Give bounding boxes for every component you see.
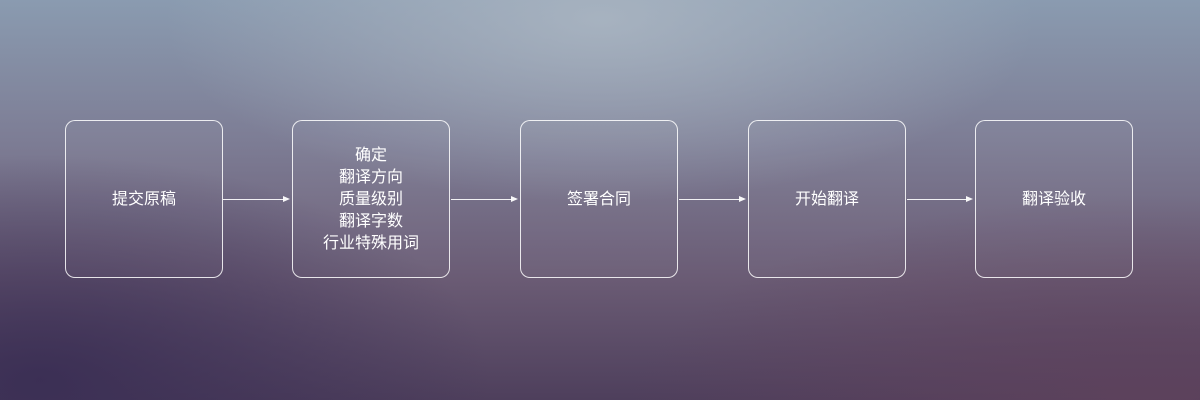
step-start-translation: 开始翻译 (748, 120, 906, 278)
step-label: 翻译字数 (338, 211, 403, 230)
step-confirm-requirements: 确定 翻译方向 质量级别 翻译字数 行业特殊用词 (292, 120, 450, 278)
step-label: 签署合同 (566, 189, 631, 208)
step-label: 翻译方向 (338, 167, 403, 186)
step-label: 行业特殊用词 (322, 233, 419, 252)
flow-arrow (223, 196, 290, 202)
step-sign-contract: 签署合同 (520, 120, 678, 278)
flow-arrow (679, 196, 746, 202)
step-acceptance: 翻译验收 (975, 120, 1133, 278)
flow-arrow (907, 196, 973, 202)
flow-arrow (451, 196, 518, 202)
arrow-head-icon (283, 196, 290, 202)
step-label: 翻译验收 (1021, 189, 1086, 208)
arrow-head-icon (966, 196, 973, 202)
step-label: 开始翻译 (794, 189, 859, 208)
step-label: 质量级别 (338, 189, 403, 208)
step-label: 确定 (354, 145, 387, 164)
step-submit-manuscript: 提交原稿 (65, 120, 223, 278)
arrow-head-icon (739, 196, 746, 202)
step-label: 提交原稿 (111, 189, 176, 208)
arrow-head-icon (511, 196, 518, 202)
